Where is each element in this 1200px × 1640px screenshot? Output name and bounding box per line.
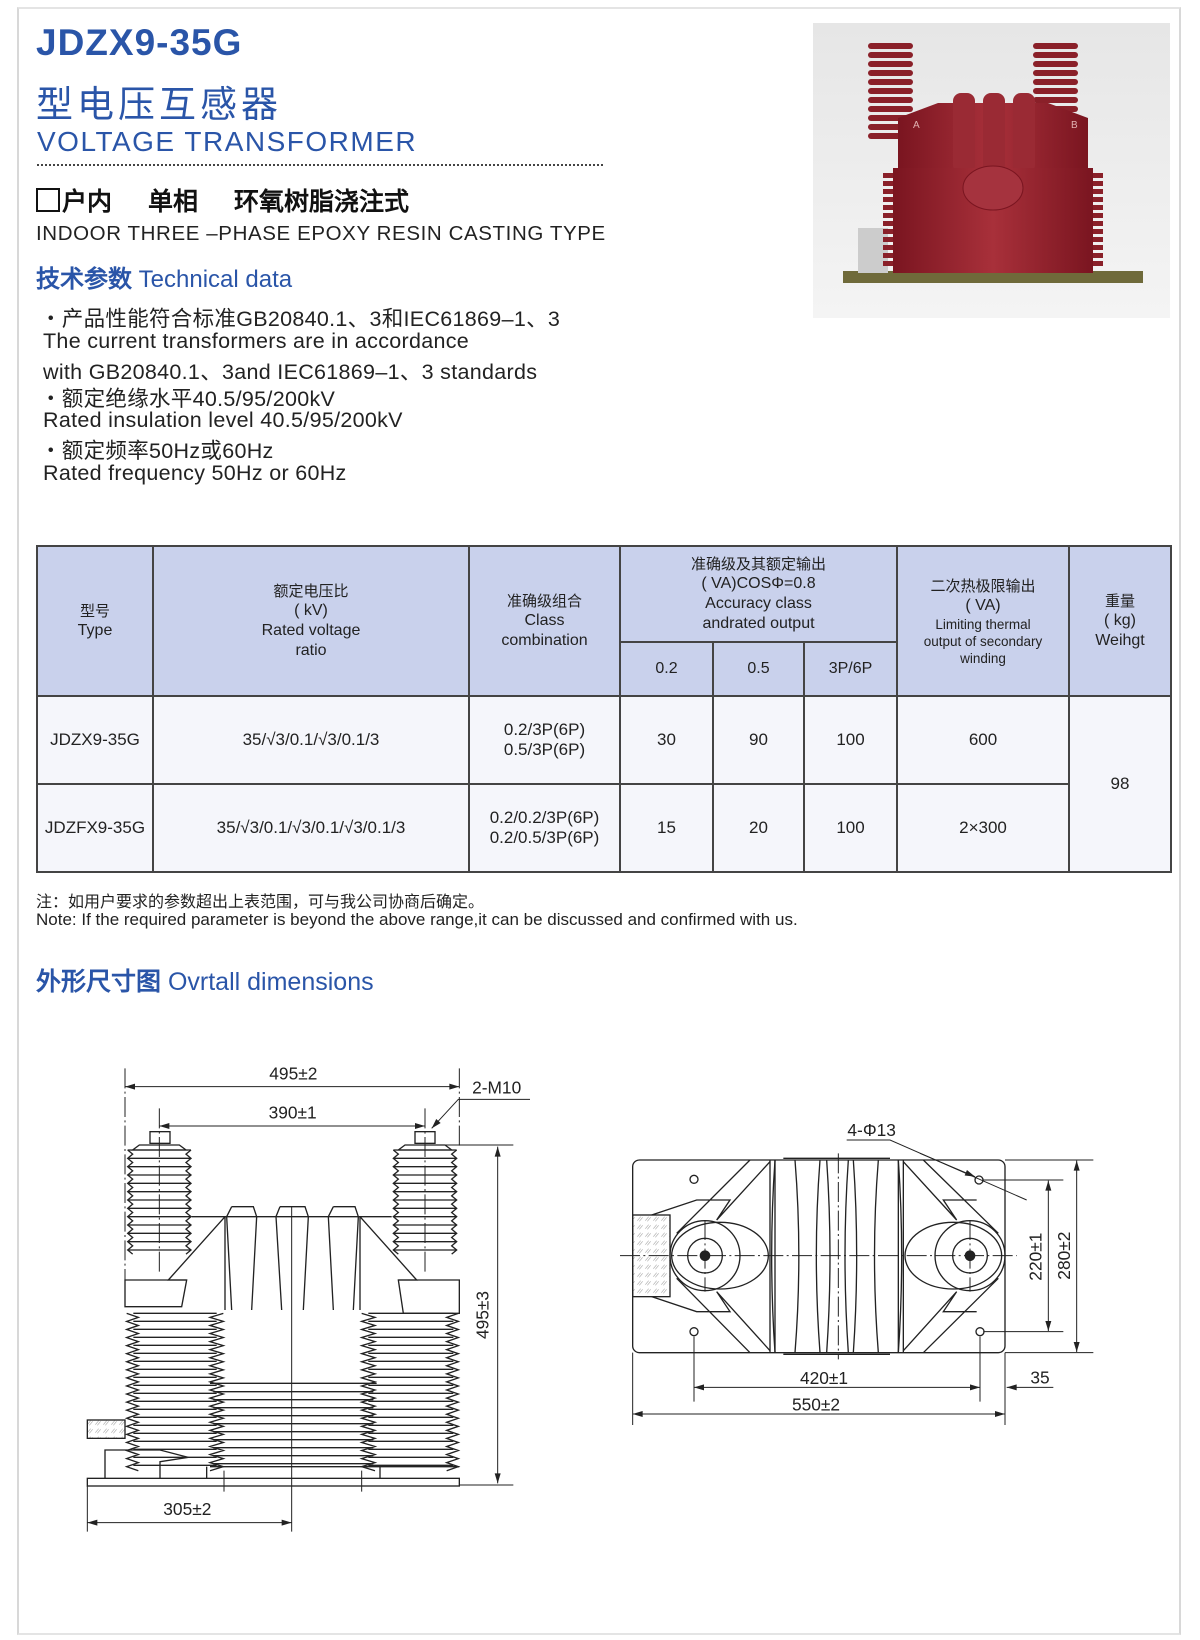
dim-hole-spacing-y: 220±1	[1026, 1233, 1046, 1281]
cell-acc-3p6p: 100	[803, 783, 898, 873]
note-cn: 注：如用户要求的参数超出上表范围，可与我公司协商后确定。	[36, 892, 485, 911]
spec-line: The current transformers are in accordan…	[43, 329, 470, 353]
cell-acc-0.5: 90	[712, 695, 805, 785]
cell-class: 0.2/0.2/3P(6P)0.2/0.5/3P(6P)	[468, 783, 621, 873]
dim-length: 550±2	[792, 1395, 840, 1415]
dimensions-heading-en: Ovrtall dimensions	[167, 968, 374, 996]
cell-type: JDZFX9-35G	[36, 783, 154, 873]
technical-data-heading: 技术参数 Technical data	[36, 259, 292, 294]
cell-thermal: 2×300	[896, 783, 1070, 873]
cell-ratio: 35/√3/0.1/√3/0.1/3	[152, 695, 470, 785]
tech-heading-en: Technical data	[138, 266, 293, 293]
photo-label-a: A	[913, 120, 920, 131]
checkbox-square-icon	[36, 188, 60, 212]
table-row: JDZX9-35G 35/√3/0.1/√3/0.1/3 0.2/3P(6P)0…	[36, 695, 1172, 873]
photo-insulator-shed	[1033, 43, 1078, 49]
cell-class: 0.2/3P(6P)0.5/3P(6P)	[468, 695, 621, 785]
type-subtitle-en: INDOOR THREE –PHASE EPOXY RESIN CASTING …	[36, 222, 606, 245]
dimensions-heading: 外形尺寸图 Ovrtall dimensions	[36, 962, 374, 998]
spec-line: with GB20840.1、3and IEC61869–1、3 standar…	[43, 360, 538, 384]
cell-acc-0.2: 15	[619, 783, 714, 873]
dim-height: 495±3	[472, 1291, 492, 1339]
photo-insulator-shed	[1033, 79, 1078, 85]
table-row: JDZFX9-35G 35/√3/0.1/√3/0.1/√3/0.1/3 0.2…	[36, 783, 1171, 873]
spec-line: ・额定绝缘水平40.5/95/200kV	[40, 387, 336, 411]
subtitle-single-phase: 单相	[148, 187, 199, 216]
photo-insulator-shed	[1033, 88, 1078, 94]
cell-acc-0.2: 30	[619, 695, 714, 785]
photo-insulator-shed	[868, 97, 913, 103]
photo-insulator-shed	[868, 52, 913, 58]
dim-terminal-spacing: 390±1	[269, 1102, 317, 1122]
photo-insulator-shed	[1033, 52, 1078, 58]
cell-ratio: 35/√3/0.1/√3/0.1/√3/0.1/3	[152, 783, 470, 873]
header-acc-0.2: 0.2	[619, 641, 714, 697]
photo-insulator-shed	[868, 88, 913, 94]
note-en: Note: If the required parameter is beyon…	[36, 910, 798, 929]
photo-insulator-shed	[868, 79, 913, 85]
photo-insulator-shed	[1033, 70, 1078, 76]
cell-weight: 98	[1068, 695, 1172, 873]
photo-insulator-shed	[1033, 97, 1078, 103]
page-frame	[17, 7, 1181, 1635]
chinese-title: 型电压互感器	[36, 83, 282, 126]
photo-insulator-shed	[1033, 61, 1078, 67]
dim-offset: 305±2	[163, 1499, 211, 1519]
dotted-divider	[37, 164, 603, 166]
header-acc-3p6p: 3P/6P	[803, 641, 898, 697]
product-photo: A B	[813, 23, 1170, 318]
dim-width: 495±2	[269, 1063, 317, 1083]
top-view-drawing: 4-Φ13 420±1 550±2 35 220±1 280±2	[620, 1120, 1094, 1425]
tech-heading-cn: 技术参数	[36, 265, 132, 293]
english-title: VOLTAGE TRANSFORMER	[37, 126, 418, 157]
spec-line: ・产品性能符合标准GB20840.1、3和IEC61869–1、3	[40, 307, 561, 331]
photo-insulator-shed	[868, 70, 913, 76]
dimensions-heading-cn: 外形尺寸图	[36, 967, 162, 996]
dim-width-top: 280±2	[1054, 1232, 1074, 1280]
cell-acc-3p6p: 100	[803, 695, 898, 785]
photo-label-b: B	[1071, 120, 1078, 131]
photo-insulator-shed	[868, 61, 913, 67]
cell-type: JDZX9-35G	[36, 695, 154, 785]
cell-thermal: 600	[896, 695, 1070, 785]
shed-outline	[130, 1144, 188, 1151]
model-title: JDZX9-35G	[36, 22, 243, 63]
header-acc-0.5: 0.5	[712, 641, 805, 697]
spec-line: Rated insulation level 40.5/95/200kV	[43, 408, 403, 432]
dim-edge: 35	[1030, 1367, 1049, 1387]
spec-line: ・额定频率50Hz或60Hz	[40, 439, 274, 463]
cell-acc-0.5: 20	[712, 783, 805, 873]
front-view-drawing: 495±2 390±1 2-M10 495±3 305±2	[86, 1063, 530, 1532]
dim-holes: 4-Φ13	[847, 1120, 896, 1140]
shed-outline	[396, 1144, 454, 1151]
header-weight: 重量( kg)Weihgt	[1068, 545, 1172, 697]
photo-insulator-shed	[868, 43, 913, 49]
subtitle-indoor: 户内	[62, 187, 113, 216]
shed-outline	[392, 1149, 458, 1255]
dim-terminal: 2-M10	[472, 1077, 521, 1097]
photo-insulator-shed	[868, 106, 913, 112]
spec-line: Rated frequency 50Hz or 60Hz	[43, 461, 347, 485]
dim-hole-spacing-x: 420±1	[800, 1368, 848, 1388]
type-subtitle-cn: 户内 单相 环氧树脂浇注式	[36, 182, 409, 218]
shed-outline	[126, 1149, 193, 1255]
subtitle-epoxy: 环氧树脂浇注式	[234, 187, 410, 216]
